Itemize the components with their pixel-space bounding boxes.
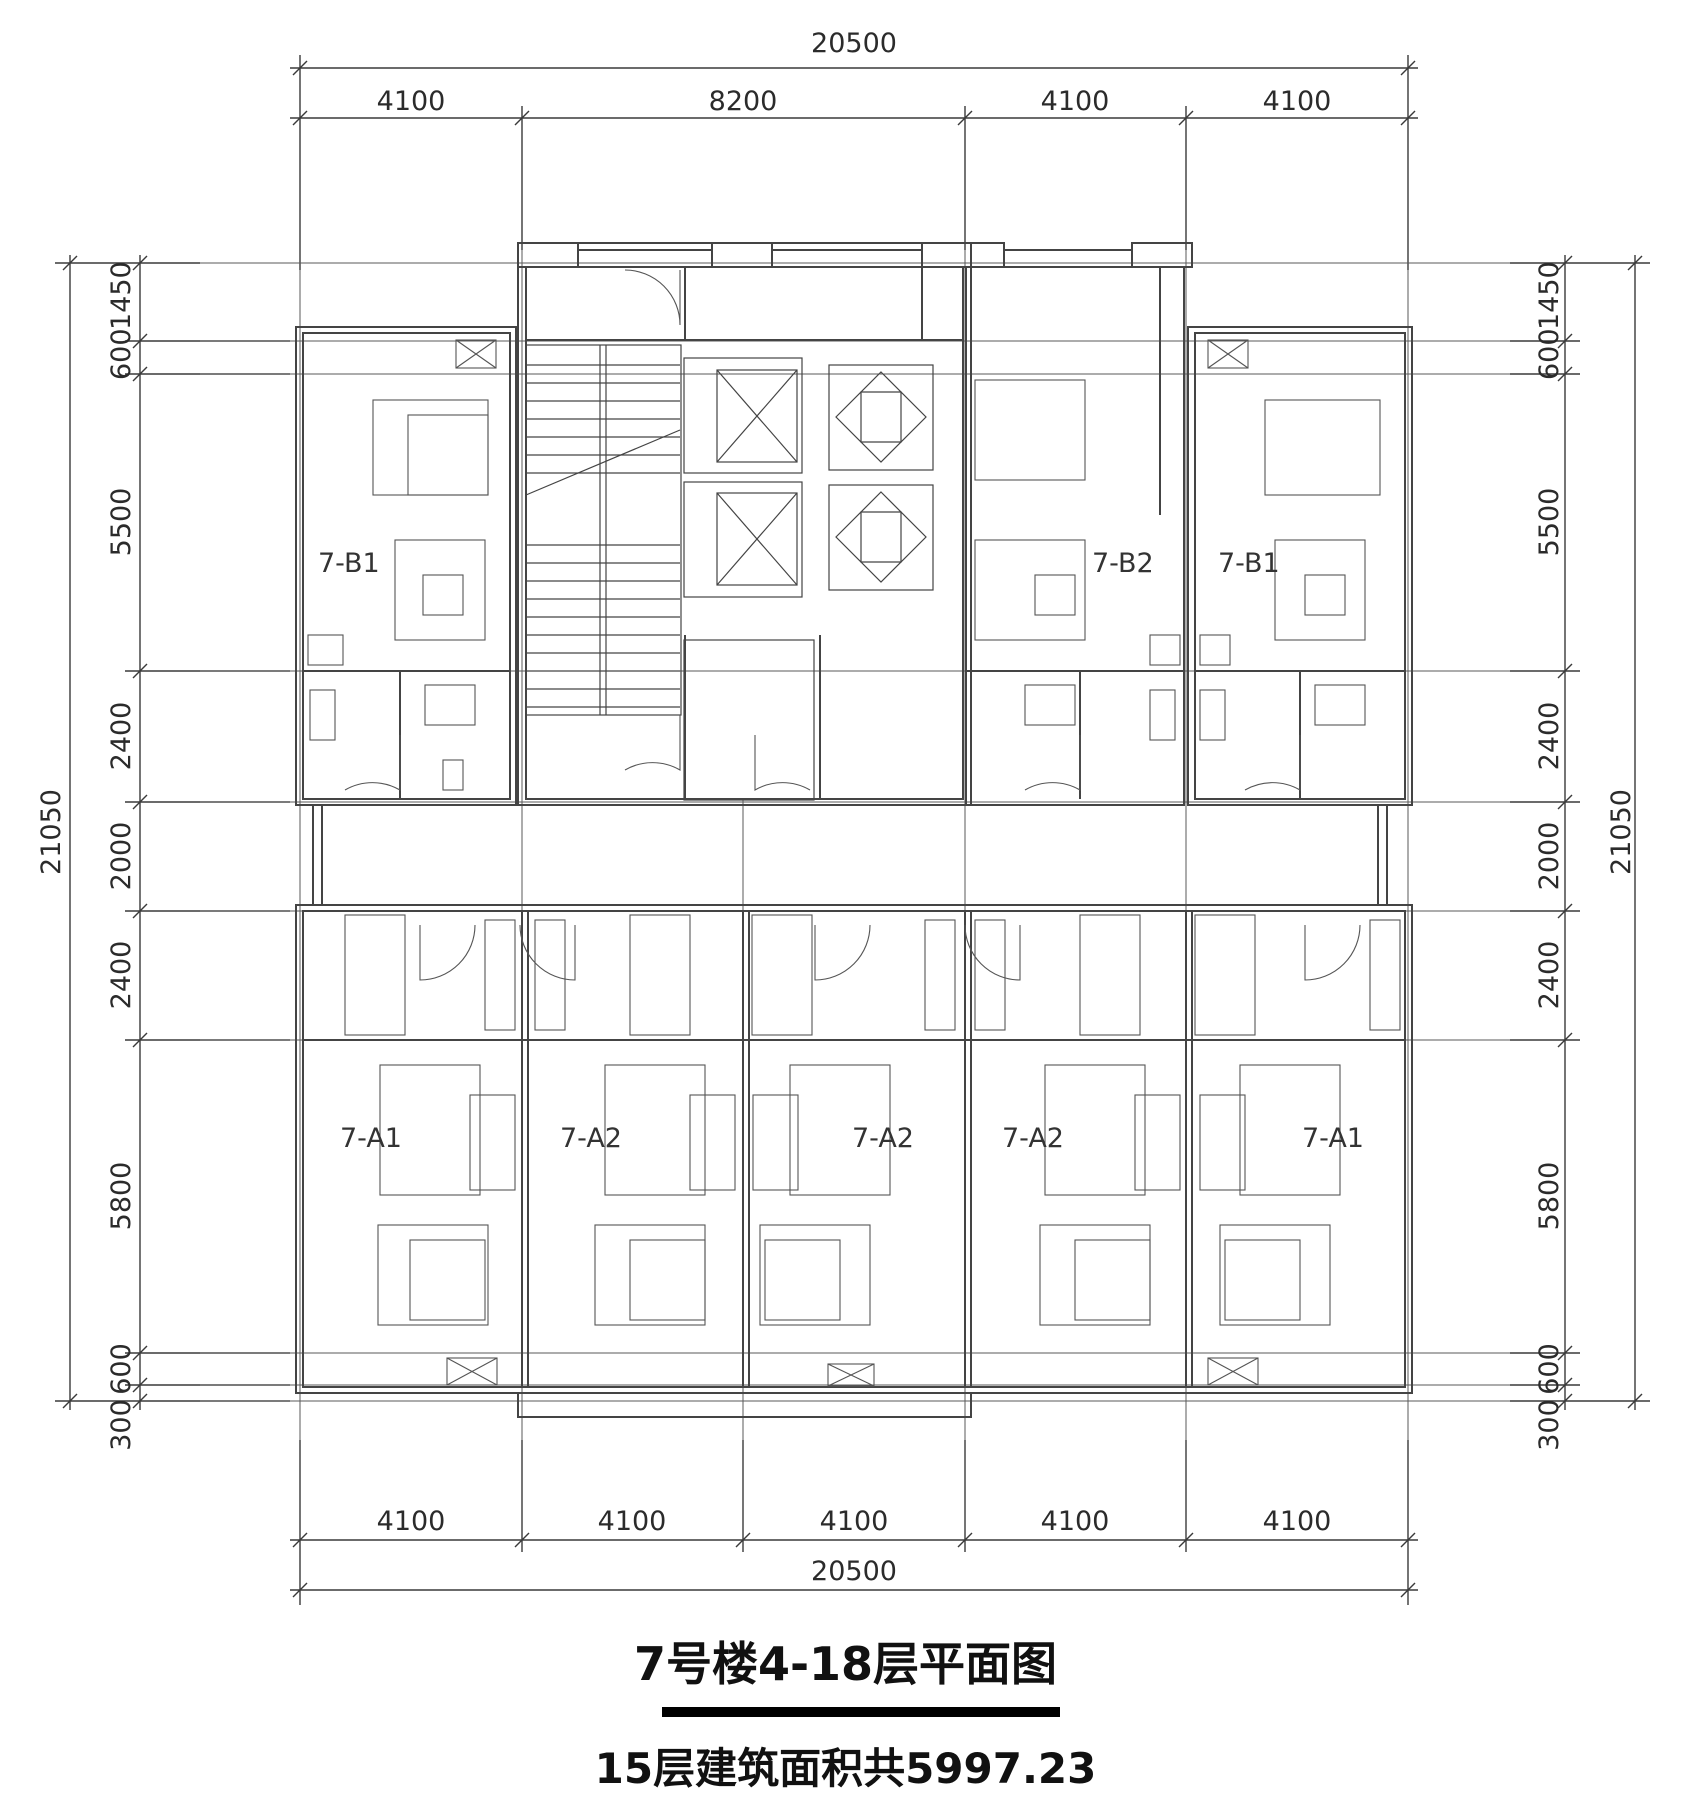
top-dimension-4: 4100 [1263,86,1332,117]
right-dimension-300: 300 [1534,1399,1565,1451]
unit-label-bottom-4: 7-A2 [1002,1123,1064,1154]
right-dimension-lines [1510,255,1650,1410]
top-dimension-1: 4100 [377,86,446,117]
right-dimension-2000: 2000 [1534,822,1565,891]
bottom-total-dimension: 20500 [811,1556,897,1587]
bottom-dimension-5: 4100 [1263,1506,1332,1537]
drawing-title: 7号楼4-18层平面图 [633,1637,1058,1691]
left-dimension-lines [55,255,290,1410]
drawing-subtitle: 15层建筑面积共5997.23 [594,1744,1097,1793]
left-dimension-300: 300 [106,1399,137,1451]
unit-label-bottom-1: 7-A1 [340,1123,402,1154]
right-total-dimension: 21050 [1606,789,1637,875]
doors [344,269,1361,981]
stair [525,344,682,716]
bottom-dimension-1: 4100 [377,1506,446,1537]
right-dimension-600-top: 600 [1534,328,1565,380]
elevators [683,357,934,801]
left-dimension-5800: 5800 [106,1162,137,1231]
left-dimension-1450: 1450 [106,261,137,330]
unit-label-top-2: 7-B2 [1092,548,1154,579]
unit-label-bottom-3: 7-A2 [852,1123,914,1154]
left-dimension-2000: 2000 [106,822,137,891]
title-underline [662,1707,1060,1717]
unit-label-bottom-2: 7-A2 [560,1123,622,1154]
unit-label-top-1: 7-B1 [318,548,380,579]
unit-label-top-3: 7-B1 [1218,548,1280,579]
left-dimension-5500: 5500 [106,488,137,557]
walls [295,242,1413,1418]
top-total-dimension: 20500 [811,28,897,59]
bottom-dimension-2: 4100 [598,1506,667,1537]
axis-grid-lines [200,250,1510,1440]
right-dimension-600-bottom: 600 [1534,1343,1565,1395]
left-dimension-2400-bottom: 2400 [106,941,137,1010]
right-dimension-5500: 5500 [1534,488,1565,557]
left-total-dimension: 21050 [36,789,67,875]
bottom-dimension-lines [290,1440,1418,1605]
top-dimension-2: 8200 [709,86,778,117]
right-dimension-2400-bottom: 2400 [1534,941,1565,1010]
left-dimension-600-bottom: 600 [106,1343,137,1395]
left-dimension-2400-top: 2400 [106,702,137,771]
unit-label-bottom-5: 7-A1 [1302,1123,1364,1154]
right-dimension-5800: 5800 [1534,1162,1565,1231]
left-dimension-600-top: 600 [106,328,137,380]
right-dimension-2400-top: 2400 [1534,702,1565,771]
right-dimension-1450: 1450 [1534,261,1565,330]
bottom-dimension-4: 4100 [1041,1506,1110,1537]
top-dimension-lines [290,55,1418,270]
furniture [307,339,1401,1387]
bottom-dimension-3: 4100 [820,1506,889,1537]
top-dimension-3: 4100 [1041,86,1110,117]
